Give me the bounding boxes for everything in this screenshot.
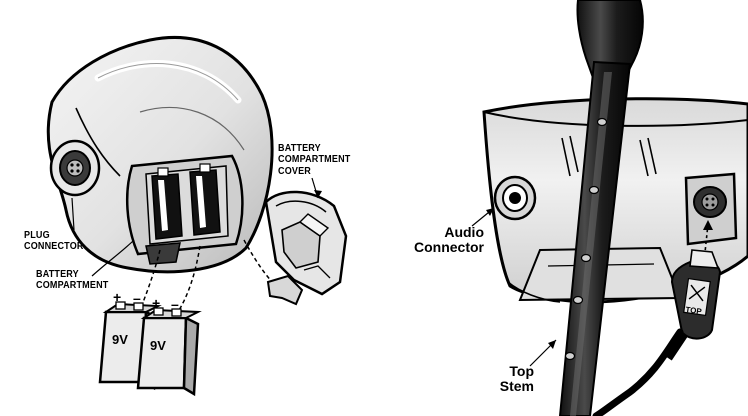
audio-connector-label: Audio Connector xyxy=(414,224,484,256)
battery-2-plus: + xyxy=(152,295,161,311)
battery-compartment xyxy=(125,154,244,265)
battery-1-plus: + xyxy=(113,289,122,305)
battery-compartment-cover-label: BATTERY COMPARTMENT COVER xyxy=(278,142,351,177)
control-housing-illustration xyxy=(46,35,277,313)
plug-socket xyxy=(684,172,738,246)
control-box-illustration xyxy=(482,0,748,416)
battery-compartment-label: BATTERY COMPARTMENT xyxy=(36,268,109,292)
battery-1-voltage: 9V xyxy=(112,332,128,347)
battery-compartment-cover xyxy=(264,190,348,306)
battery-2 xyxy=(136,307,202,397)
battery-2-voltage: 9V xyxy=(150,338,166,353)
audio-connector-jack xyxy=(493,175,537,221)
battery-2-minus: – xyxy=(171,296,179,312)
top-stem xyxy=(558,0,644,416)
top-stem-label: Top Stem xyxy=(499,363,534,395)
cable-plug xyxy=(592,249,722,416)
battery-1-minus: – xyxy=(133,290,141,306)
plug-connector xyxy=(49,139,101,197)
plug-connector-label: PLUG CONNECTOR xyxy=(24,229,84,253)
